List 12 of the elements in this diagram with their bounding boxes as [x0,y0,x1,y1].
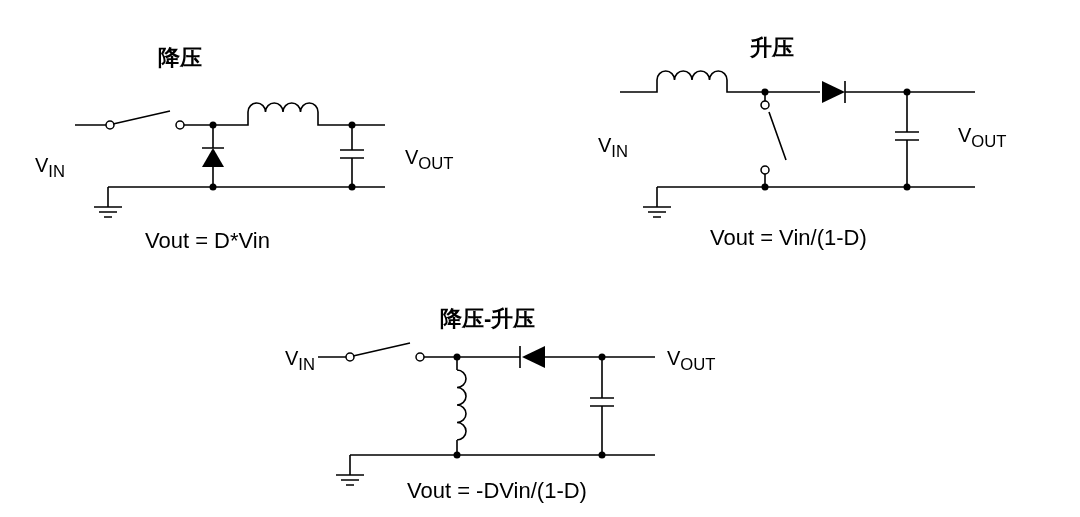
formula: Vout = D*Vin [145,230,270,252]
voltage-label: V$_{IN}$ [35,155,65,181]
formula: Vout = Vin/(1-D) [710,227,867,249]
circuit-title: 升压 [750,37,794,59]
circuit-title: 降压-升压 [440,308,536,330]
voltage-label: V$_{IN}$ [598,135,628,161]
voltage-label: V$_{OUT}$ [405,147,454,173]
formula: Vout = -DVin/(1-D) [407,480,587,502]
voltage-label: V$_{OUT}$ [667,348,716,374]
circuit-title: 降压 [158,47,202,69]
voltage-label: V$_{IN}$ [285,348,315,374]
voltage-label: V$_{OUT}$ [958,125,1007,151]
